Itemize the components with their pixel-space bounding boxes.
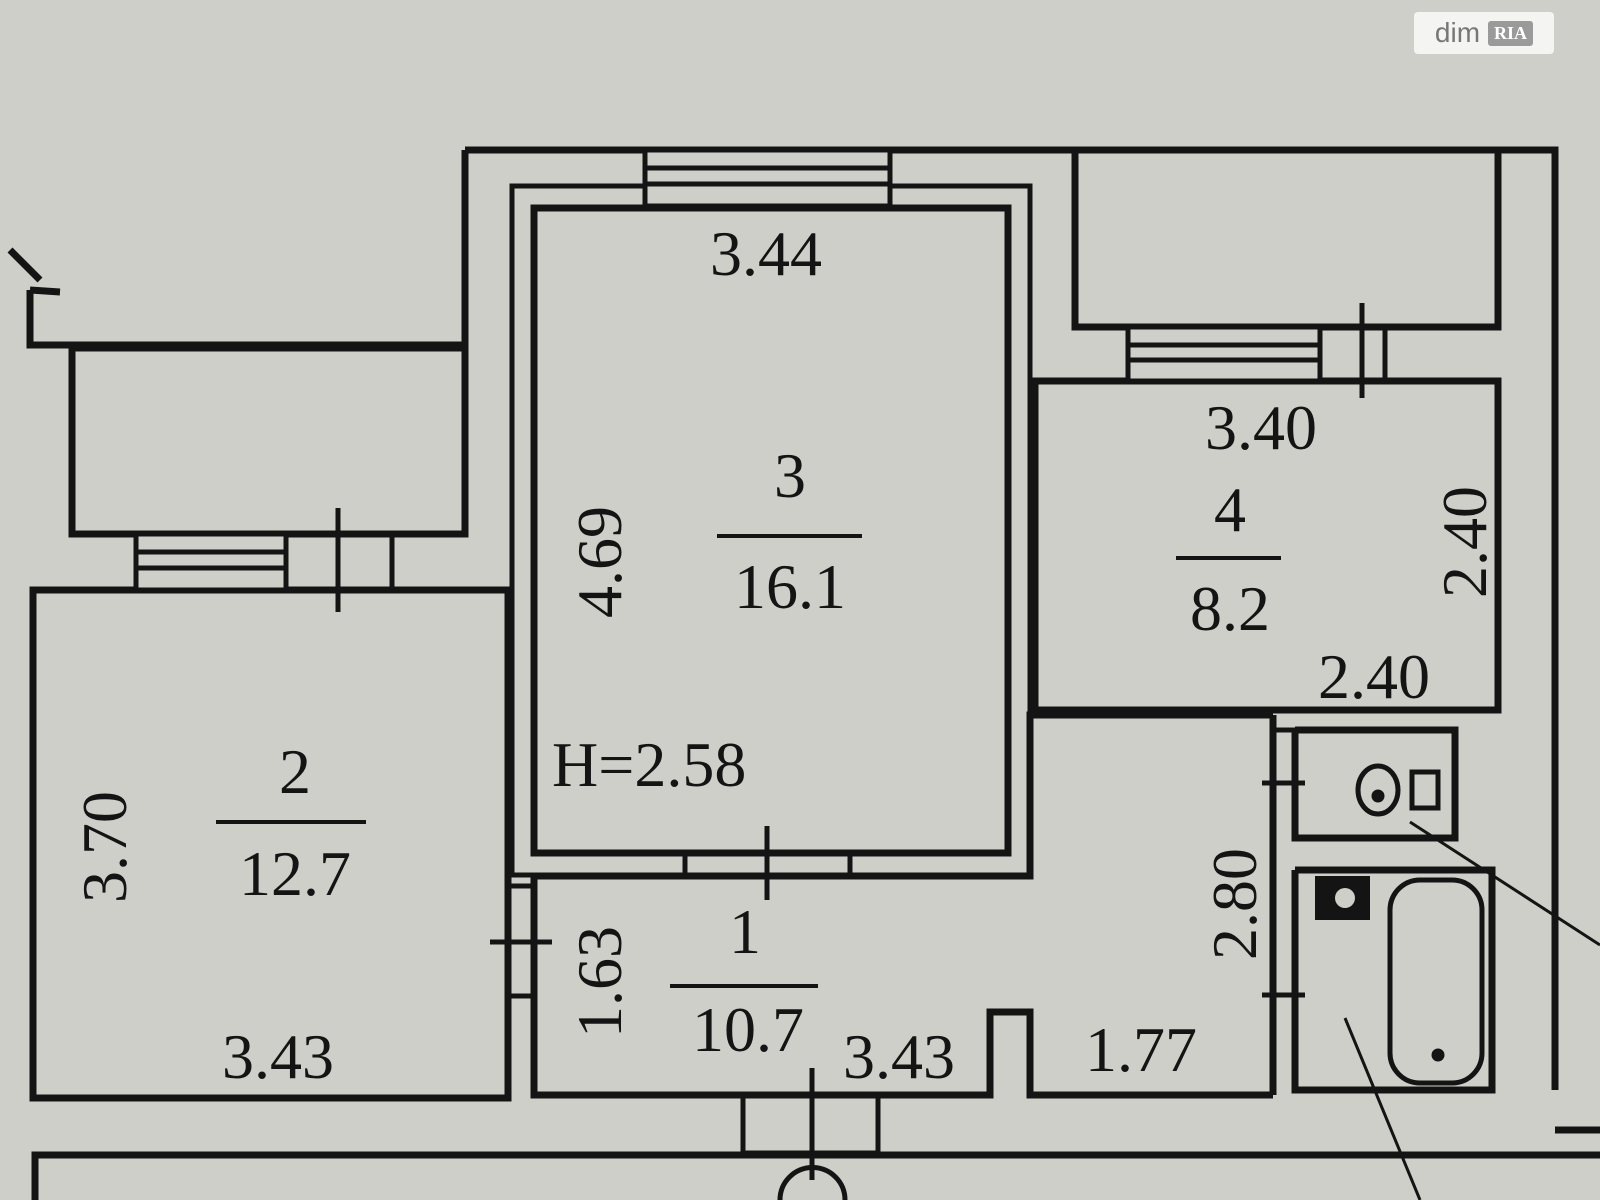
leader-lines xyxy=(1343,820,1600,1200)
window-room-4 xyxy=(1125,324,1323,384)
bathtub-icon xyxy=(1387,877,1485,1086)
dim-bath-length: 2.80 xyxy=(1199,848,1270,960)
dim-room-4-height: 2.40 xyxy=(1429,486,1500,598)
balcony-left xyxy=(68,344,469,538)
watermark-brand: dim xyxy=(1434,17,1481,48)
room-1-number: 1 xyxy=(729,896,761,967)
room-4-number: 4 xyxy=(1214,474,1246,545)
dim-room-3-width: 3.44 xyxy=(710,218,822,289)
balcony-door-right xyxy=(1317,303,1388,398)
balcony-door-left xyxy=(283,508,395,612)
dim-room-4-width-bottom: 2.40 xyxy=(1318,641,1430,712)
door-room-3 xyxy=(682,826,853,900)
dim-corridor-width: 1.77 xyxy=(1085,1014,1197,1085)
doors xyxy=(283,303,1388,1180)
fraction-bars xyxy=(216,534,1281,988)
dim-room-2-length: 3.70 xyxy=(69,791,140,903)
sink-icon xyxy=(1315,876,1370,920)
dim-room-3-length: 4.69 xyxy=(564,506,635,618)
room-4-area: 8.2 xyxy=(1190,573,1270,644)
room-3-area: 16.1 xyxy=(734,551,846,622)
window-room-2 xyxy=(133,531,289,593)
marker-circle xyxy=(777,1165,848,1200)
room-2-number: 2 xyxy=(279,736,311,807)
door-room-2 xyxy=(490,883,552,999)
wc-door xyxy=(1262,727,1305,786)
bathroom-walls xyxy=(1291,726,1496,1094)
dim-room-1-depth: 1.63 xyxy=(564,926,635,1038)
watermark-logo: dim RIA xyxy=(1414,12,1554,54)
dim-room-1-width: 3.43 xyxy=(843,1021,955,1092)
room-1-area: 10.7 xyxy=(692,994,804,1065)
toilet-icon xyxy=(1355,763,1441,817)
balcony-right xyxy=(1071,153,1502,331)
dim-room-4-width-top: 3.40 xyxy=(1205,392,1317,463)
room-2-area: 12.7 xyxy=(239,838,351,909)
window-room-3 xyxy=(642,147,893,209)
dim-room-2-width: 3.43 xyxy=(222,1021,334,1092)
watermark-badge: RIA xyxy=(1488,20,1534,46)
entrance-door xyxy=(740,1068,881,1180)
room-3-number: 3 xyxy=(774,440,806,511)
stair-corridor xyxy=(31,1126,1600,1200)
windows xyxy=(133,147,1323,593)
ceiling-height: H=2.58 xyxy=(552,729,747,800)
